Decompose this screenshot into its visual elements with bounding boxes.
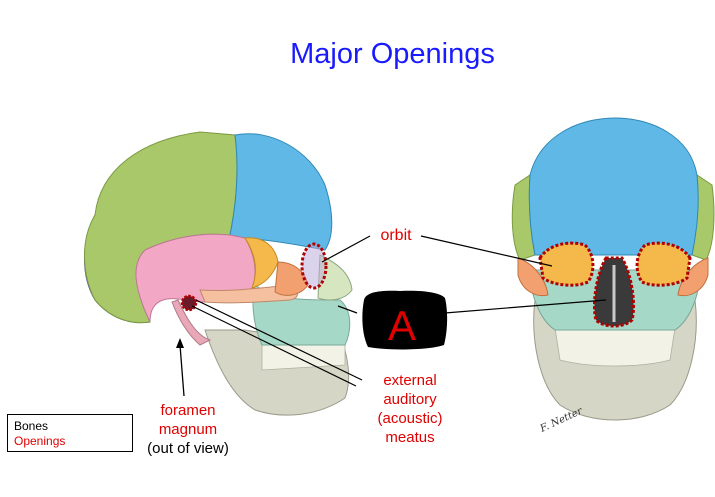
- nasal-line-lateral: [337, 305, 358, 314]
- legend-box: Bones Openings: [7, 414, 133, 452]
- ear-label-line1: external: [383, 372, 437, 389]
- frontal-zygomatic-right: [677, 257, 709, 297]
- orbit-line-frontal: [420, 235, 553, 267]
- ear-line: [191, 305, 357, 387]
- frontal-frontal: [528, 117, 699, 256]
- nasal-line-frontal: [444, 299, 607, 314]
- frontal-skull: [511, 117, 715, 421]
- legend-openings: Openings: [14, 434, 66, 448]
- foramen-magnum-label: foramen magnum (out of view): [138, 401, 238, 458]
- lateral-skull: [84, 131, 353, 416]
- orbit-line-lateral: [321, 235, 371, 263]
- frontal-orbit-right: [635, 241, 692, 287]
- foramen-arrow: [176, 338, 185, 397]
- lateral-zygomatic: [199, 284, 298, 304]
- ear-label-line3: (acoustic): [377, 410, 443, 427]
- foramen-label-note: (out of view): [147, 440, 229, 457]
- ear-label-line2: auditory: [383, 391, 437, 408]
- lateral-ear-opening: [180, 294, 198, 312]
- lateral-orbit-opening: [300, 242, 328, 290]
- frontal-teeth: [554, 327, 676, 367]
- ear-label-line4: meatus: [385, 429, 435, 446]
- foramen-label-line2: magnum: [158, 421, 218, 438]
- frontal-orbit-left: [538, 241, 595, 287]
- artist-signature: F. Netter: [538, 405, 586, 435]
- answer-box: A: [362, 290, 448, 350]
- lateral-temporal: [135, 233, 256, 323]
- ear-line-2: [195, 299, 363, 381]
- external-auditory-meatus-label: external auditory (acoustic) meatus: [365, 371, 455, 447]
- frontal-zygomatic-left: [517, 257, 549, 297]
- foramen-label-line1: foramen: [160, 402, 216, 419]
- orbit-label: orbit: [380, 227, 412, 244]
- legend-bones: Bones: [14, 419, 49, 433]
- lateral-frontal: [229, 133, 333, 251]
- answer-mark: A: [388, 302, 416, 349]
- lateral-sphenoid: [244, 237, 279, 289]
- leader-lines: [191, 235, 607, 387]
- lateral-mastoid: [171, 299, 212, 346]
- page-title: Major Openings: [290, 38, 495, 70]
